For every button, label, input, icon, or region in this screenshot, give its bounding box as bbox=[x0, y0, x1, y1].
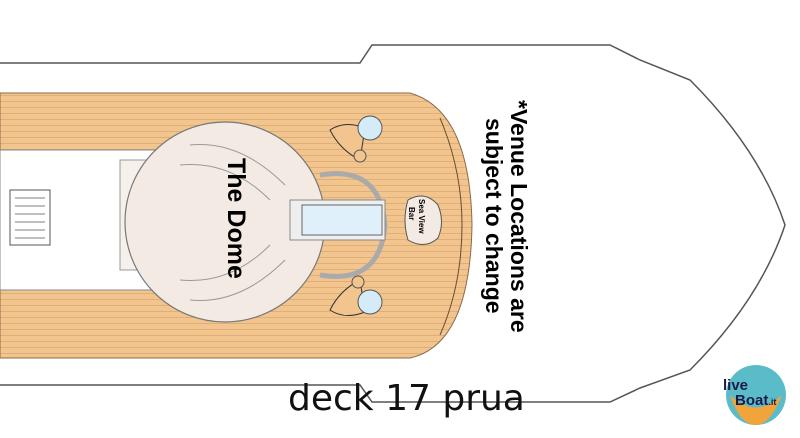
logo-text-1: live bbox=[723, 377, 749, 394]
logo-suffix: .it bbox=[768, 397, 777, 407]
pool bbox=[301, 204, 383, 236]
sea-view-bar-label-line1: Sea View bbox=[417, 199, 426, 234]
sea-view-bar-label-line2: Bar bbox=[407, 207, 416, 221]
notice-line1: *Venue Locations are bbox=[506, 100, 532, 333]
staircase bbox=[9, 189, 51, 246]
forward-rail bbox=[439, 117, 463, 336]
deck-caption: deck 17 prua bbox=[288, 378, 525, 419]
sea-view-bar bbox=[404, 195, 442, 245]
dome-seating bbox=[179, 144, 286, 301]
notice-line2: subject to change bbox=[481, 118, 507, 314]
pool-frame bbox=[289, 171, 388, 279]
whirlpool-top bbox=[329, 115, 383, 163]
logo-text-2: Boat bbox=[735, 392, 769, 409]
the-dome-label: The Dome bbox=[222, 158, 250, 279]
logo-globe bbox=[726, 365, 786, 425]
whirlpool-bottom bbox=[329, 275, 383, 316]
